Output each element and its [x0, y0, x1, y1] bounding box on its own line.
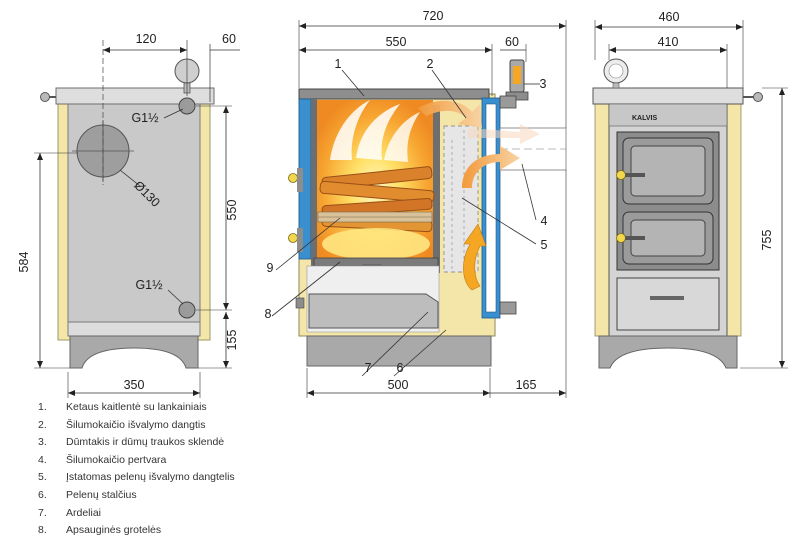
side-bottom-panel — [67, 321, 201, 337]
dim-410: 410 — [658, 35, 679, 49]
pipe-connection-top — [178, 97, 196, 115]
legend-item: 5.Įstatomas pelenų išvalymo dangtelis — [38, 471, 235, 484]
callout-6: 6 — [397, 361, 404, 375]
legend-item: 6.Pelenų stalčius — [38, 488, 137, 501]
dim-155: 155 — [225, 330, 239, 351]
label-g1-bottom: G1½ — [135, 278, 163, 292]
callout-4: 4 — [541, 214, 548, 228]
smoke-flow-arrow-top — [418, 100, 482, 128]
upper-door-knob — [616, 170, 626, 180]
stove-technical-drawing: 120 60 G1½ Ø130 G1½ 550 155 584 350 — [17, 9, 788, 398]
air-flow-arrow-up — [463, 223, 487, 291]
dim-165: 165 — [516, 378, 537, 392]
front-ash-drawer — [616, 277, 720, 331]
cast-iron-hob — [298, 88, 490, 100]
callout-7: 7 — [365, 361, 372, 375]
smoke-flow-arrow-bottom — [462, 146, 520, 188]
pipe-connection-bottom — [178, 301, 196, 319]
dim-550-height: 550 — [225, 200, 239, 221]
legend-item: 1.Ketaus kaitlentė su lankainiais — [38, 401, 207, 413]
legend-item: 3.Dūmtakis ir dūmų traukos sklendė — [38, 436, 225, 449]
firewood-logs — [319, 166, 435, 233]
callout-5: 5 — [541, 238, 548, 252]
dim-460: 460 — [659, 10, 680, 24]
dim-350: 350 — [124, 378, 145, 392]
callout-3: 3 — [540, 77, 547, 91]
dim-720: 720 — [423, 9, 444, 23]
dim-755: 755 — [760, 230, 774, 251]
side-base — [69, 335, 199, 369]
dim-60-front: 60 — [505, 35, 519, 49]
legend-item: 2.Šilumokaičio išvalymo dangtis — [38, 418, 206, 431]
door-knob-bottom — [288, 233, 298, 243]
heat-exchanger-inner — [485, 103, 497, 313]
dim-60-side: 60 — [222, 32, 236, 46]
callout-2: 2 — [427, 57, 434, 71]
front-view: KALVIS 460 410 755 — [592, 10, 788, 369]
label-g1-top: G1½ — [131, 111, 159, 125]
dim-550-top: 550 — [386, 35, 407, 49]
legend-item: 4.Šilumokaičio pertvara — [38, 453, 167, 466]
side-handle-icon — [40, 92, 50, 102]
front-top-plate — [592, 87, 744, 105]
door-knob-top — [288, 173, 298, 183]
ash-drawer — [308, 293, 439, 329]
lower-door-knob — [616, 233, 626, 243]
brand-label: KALVIS — [632, 115, 657, 122]
dim-584: 584 — [17, 252, 31, 273]
legend-item: 8.Apsauginės grotelės — [38, 524, 162, 537]
callout-9: 9 — [267, 261, 274, 275]
legend-item: 7.Ardeliai — [38, 506, 102, 519]
callout-1: 1 — [335, 57, 342, 71]
front-base — [598, 335, 738, 369]
parts-legend: 1.Ketaus kaitlentė su lankainiais 2.Šilu… — [0, 399, 800, 540]
cross-section-view: 720 550 60 500 165 1 2 3 4 5 9 8 7 6 — [265, 9, 567, 398]
dim-500: 500 — [388, 378, 409, 392]
side-view: 120 60 G1½ Ø130 G1½ 550 155 584 350 — [17, 32, 240, 398]
section-base — [306, 335, 492, 367]
callout-8: 8 — [265, 307, 272, 321]
dim-120: 120 — [136, 32, 157, 46]
